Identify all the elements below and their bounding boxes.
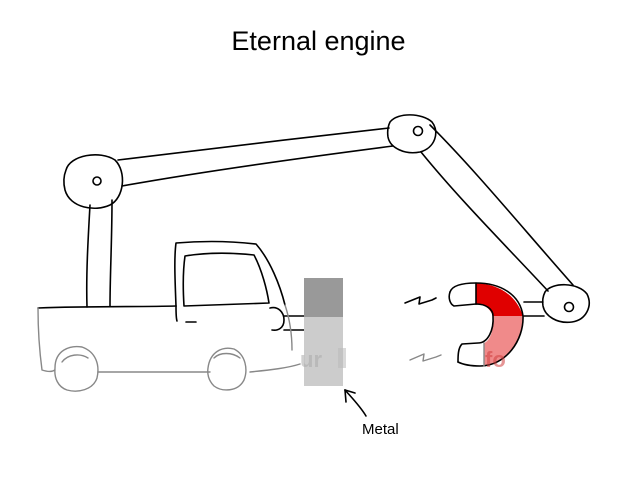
truck-lower (37, 304, 301, 392)
magnet (448, 282, 524, 367)
watermark-left: ur (300, 347, 322, 372)
page-title: Eternal engine (231, 26, 406, 56)
metal-block-top (304, 278, 343, 317)
watermark-right: fo (485, 347, 506, 372)
metal-block (304, 278, 343, 386)
metal-arrow (344, 389, 367, 417)
metal-label: Metal (362, 421, 399, 438)
truck (37, 240, 305, 331)
watermark-mark (338, 348, 346, 368)
force-lines (404, 296, 442, 362)
watermark: ur fo (300, 347, 506, 372)
crane-arm (63, 114, 590, 324)
metal-block-bottom (304, 317, 343, 386)
